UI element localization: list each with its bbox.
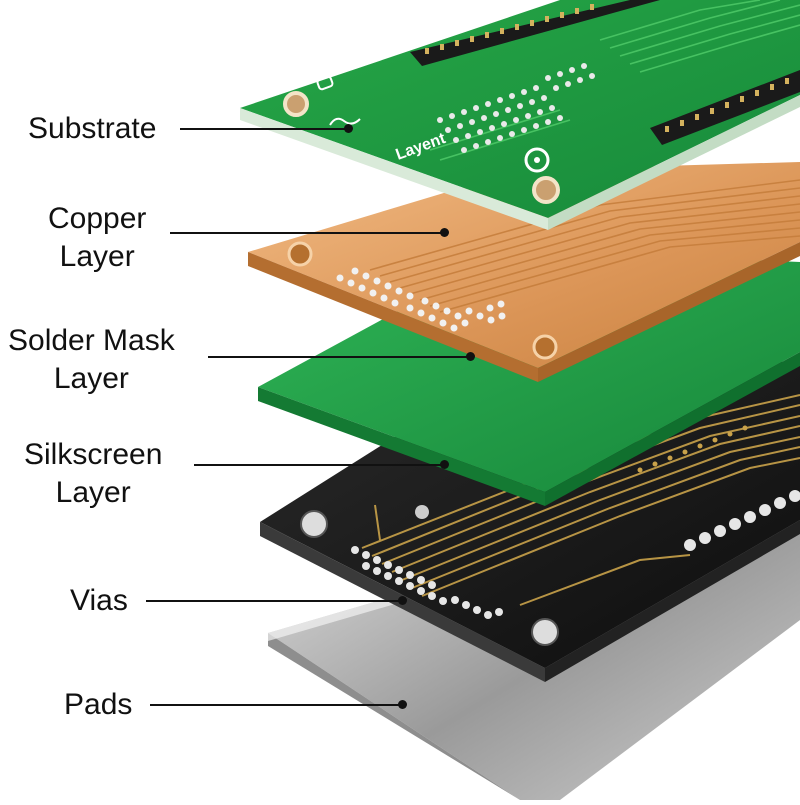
leader-solder-mask <box>208 356 470 358</box>
label-pads-line-1: Pads <box>64 688 133 721</box>
target-mark-icon <box>524 147 550 173</box>
leader-dot-silkscreen <box>440 460 449 469</box>
mounting-hole <box>287 241 313 267</box>
substrate-layer: Layent <box>240 0 800 230</box>
header-connector <box>410 0 660 66</box>
label-vias: Vias <box>70 582 128 620</box>
mounting-hole <box>531 618 559 646</box>
leader-dot-substrate <box>344 124 353 133</box>
label-pads: Pads <box>64 686 132 724</box>
leader-silkscreen <box>194 464 444 466</box>
leader-substrate <box>180 128 348 130</box>
label-vias-line-1: Vias <box>70 584 128 617</box>
leader-dot-pads <box>398 700 407 709</box>
copper-layer <box>248 162 800 382</box>
label-substrate-line-1: Substrate <box>28 112 157 145</box>
leader-dot-vias <box>398 596 407 605</box>
leader-copper <box>170 232 444 234</box>
label-substrate: Substrate <box>28 110 156 148</box>
label-solder-mask-line-2: Layer <box>53 362 129 395</box>
label-solder-mask: Solder Mask Layer <box>8 322 175 398</box>
label-solder-mask-line-1: Solder Mask <box>8 324 175 357</box>
leader-pads <box>150 704 402 706</box>
label-copper-line-2: Layer <box>59 240 135 273</box>
mounting-hole <box>283 91 309 117</box>
label-copper: Copper Layer <box>48 200 146 276</box>
leader-vias <box>146 600 402 602</box>
mounting-hole <box>532 176 560 204</box>
label-silkscreen-line-2: Layer <box>55 476 131 509</box>
mounting-hole <box>532 334 558 360</box>
label-silkscreen-line-1: Silkscreen <box>24 438 163 471</box>
leader-dot-copper <box>440 228 449 237</box>
label-copper-line-1: Copper <box>48 202 147 235</box>
label-silkscreen: Silkscreen Layer <box>24 436 162 512</box>
leader-dot-solder-mask <box>466 352 475 361</box>
mounting-hole <box>300 510 328 538</box>
